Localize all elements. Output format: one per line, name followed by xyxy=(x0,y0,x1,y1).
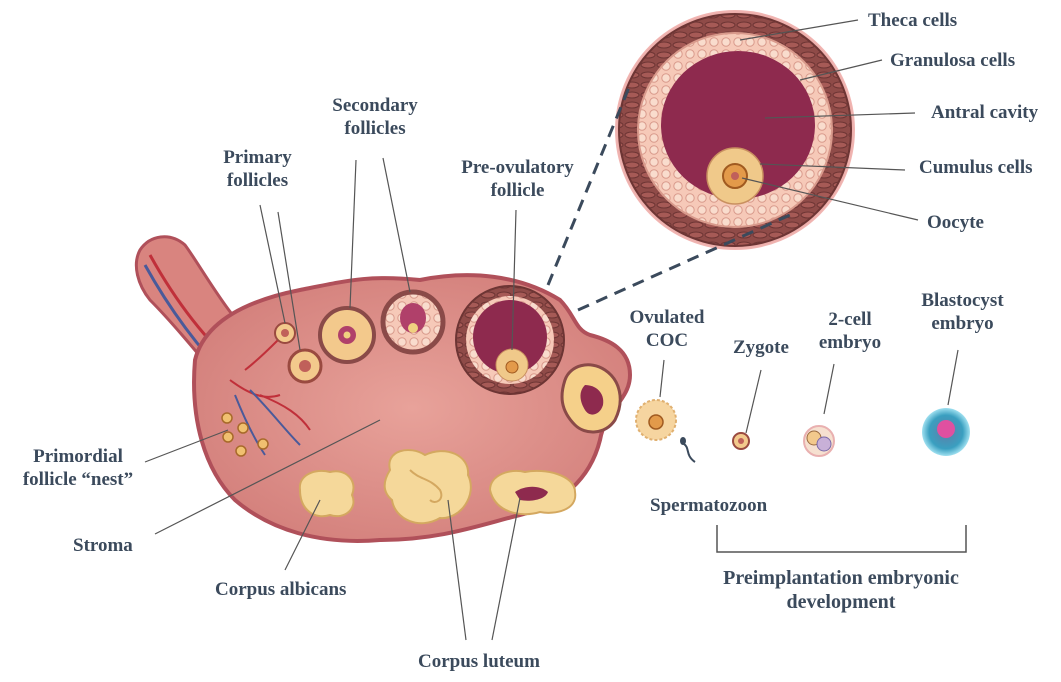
preovulatory-follicle xyxy=(456,286,564,394)
label-preimplantation-development: Preimplantation embryonic development xyxy=(686,566,996,614)
label-primary-line1: Primary xyxy=(210,146,305,169)
label-primordial-nest: Primordial follicle “nest” xyxy=(8,445,148,491)
label-corpus-luteum: Corpus luteum xyxy=(418,650,540,673)
label-cumulus-cells: Cumulus cells xyxy=(919,156,1033,179)
corpus-albicans xyxy=(300,471,354,516)
blastocyst-embryo xyxy=(922,408,970,456)
label-primary-line2: follicles xyxy=(210,169,305,192)
ovulation-site xyxy=(562,365,620,432)
label-two-cell-embryo: 2-cell embryo xyxy=(800,308,900,354)
label-preov-line1: Pre-ovulatory xyxy=(445,156,590,179)
label-primordial-line1: Primordial xyxy=(8,445,148,468)
label-preovulatory-follicle: Pre-ovulatory follicle xyxy=(445,156,590,202)
spermatozoon xyxy=(680,437,695,462)
label-oocyte: Oocyte xyxy=(927,211,984,234)
label-blast-line2: embryo xyxy=(905,312,1020,335)
corpus-luteum-1 xyxy=(385,450,471,523)
label-zygote: Zygote xyxy=(733,336,789,359)
label-preimp-line1: Preimplantation embryonic xyxy=(686,566,996,590)
label-antral-cavity: Antral cavity xyxy=(931,101,1038,124)
label-ovulated-coc: Ovulated COC xyxy=(622,306,712,352)
label-preimp-line2: development xyxy=(686,590,996,614)
zygote xyxy=(733,433,749,449)
secondary-follicle-2 xyxy=(383,292,443,352)
primary-follicle-1 xyxy=(275,323,295,343)
secondary-follicle-1 xyxy=(320,308,374,362)
label-primary-follicles: Primary follicles xyxy=(210,146,305,192)
zoomed-follicle xyxy=(615,10,855,250)
label-primordial-line2: follicle “nest” xyxy=(8,468,148,491)
ovulated-coc xyxy=(636,400,676,440)
label-corpus-albicans: Corpus albicans xyxy=(215,578,346,601)
label-stroma: Stroma xyxy=(73,534,133,557)
label-secondary-line1: Secondary xyxy=(320,94,430,117)
label-spermatozoon: Spermatozoon xyxy=(650,494,767,517)
label-secondary-line2: follicles xyxy=(320,117,430,140)
label-preov-line2: follicle xyxy=(445,179,590,202)
label-blastocyst-embryo: Blastocyst embryo xyxy=(905,289,1020,335)
label-granulosa-cells: Granulosa cells xyxy=(890,49,1015,72)
corpus-luteum-2 xyxy=(490,471,575,514)
label-blast-line1: Blastocyst xyxy=(905,289,1020,312)
primary-follicle-2 xyxy=(289,350,321,382)
label-twocell-line1: 2-cell xyxy=(800,308,900,331)
label-coc-line1: Ovulated xyxy=(622,306,712,329)
label-coc-line2: COC xyxy=(622,329,712,352)
label-secondary-follicles: Secondary follicles xyxy=(320,94,430,140)
label-theca-cells: Theca cells xyxy=(868,9,957,32)
label-twocell-line2: embryo xyxy=(800,331,900,354)
development-bracket xyxy=(717,525,966,552)
two-cell-embryo xyxy=(804,426,834,456)
